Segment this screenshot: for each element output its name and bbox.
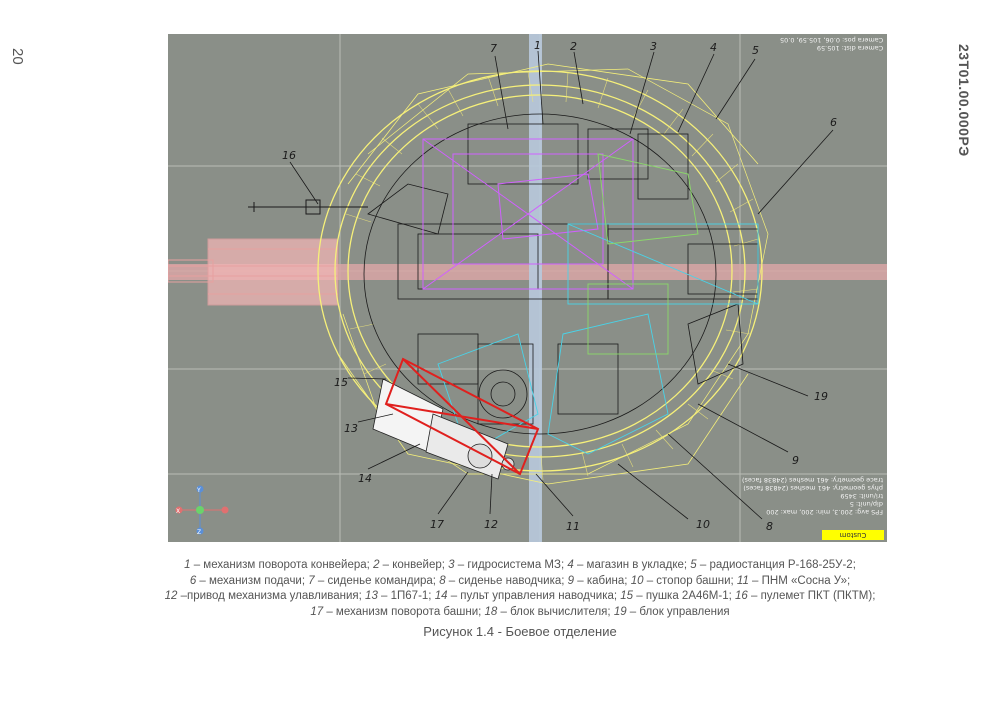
green-overlay: [587, 153, 699, 355]
legend-line-4: 17 – механизм поворота башни; 18 – блок …: [310, 605, 730, 618]
callout-leaders: [289, 50, 834, 520]
callout-8: 8: [766, 520, 773, 533]
document-code: 23Т01.00.000РЭ: [956, 44, 972, 157]
page-number: 20: [9, 48, 26, 65]
callout-1: 1: [534, 39, 541, 52]
callout-19: 19: [814, 390, 828, 403]
figure-legend: 1 – механизм поворота конвейера; 2 – кон…: [150, 558, 890, 620]
svg-text:Y: Y: [196, 487, 201, 494]
axis-gizmo-icon: X Y Z: [175, 485, 229, 536]
callout-11: 11: [566, 520, 580, 533]
callout-9: 9: [792, 454, 799, 467]
callout-4: 4: [710, 41, 717, 54]
callout-5: 5: [752, 44, 759, 57]
turret-cross-section-drawing: 7 1 2 3 4 5 6 16 15 13 14 17 12 11 10 8 …: [168, 34, 887, 542]
svg-text:X: X: [176, 508, 180, 515]
machine-gun: [248, 199, 368, 215]
callout-13: 13: [344, 422, 358, 435]
gunner-sight-assembly: [372, 378, 515, 480]
render-stats-overlay: FPS avg: 200.3, min: 200, max: 200 dip/u…: [742, 476, 883, 516]
cad-viewport[interactable]: 7 1 2 3 4 5 6 16 15 13 14 17 12 11 10 8 …: [168, 34, 887, 542]
callout-12: 12: [484, 518, 498, 531]
callout-labels: 7 1 2 3 4 5 6 16 15 13 14 17 12 11 10 8 …: [282, 39, 837, 533]
sight-frame: [384, 357, 540, 476]
callout-6: 6: [830, 116, 837, 129]
callout-14: 14: [358, 472, 372, 485]
svg-text:Z: Z: [197, 529, 201, 536]
callout-2: 2: [570, 40, 577, 53]
legend-line-2: 6 – механизм подачи; 7 – сиденье команди…: [189, 574, 851, 587]
callout-16: 16: [282, 149, 296, 162]
callout-7: 7: [490, 42, 497, 55]
custom-mode-badge[interactable]: Custom: [822, 530, 884, 540]
internal-assemblies: [363, 113, 759, 435]
callout-10: 10: [696, 518, 710, 531]
camera-info-overlay: Camera dist: 105.59 Camera pos: 0.06, 10…: [779, 36, 883, 52]
legend-line-1: 1 – механизм поворота конвейера; 2 – кон…: [184, 559, 856, 571]
legend-line-3: 12 –привод механизма улавливания; 13 – 1…: [164, 590, 876, 602]
vertical-axis-band: [529, 34, 542, 542]
callout-15: 15: [334, 376, 348, 389]
callout-17: 17: [430, 518, 444, 531]
callout-3: 3: [650, 40, 657, 53]
magenta-overlay: [422, 138, 634, 290]
figure-title: Рисунок 1.4 - Боевое отделение: [423, 624, 617, 639]
gun-barrel: [168, 238, 339, 306]
